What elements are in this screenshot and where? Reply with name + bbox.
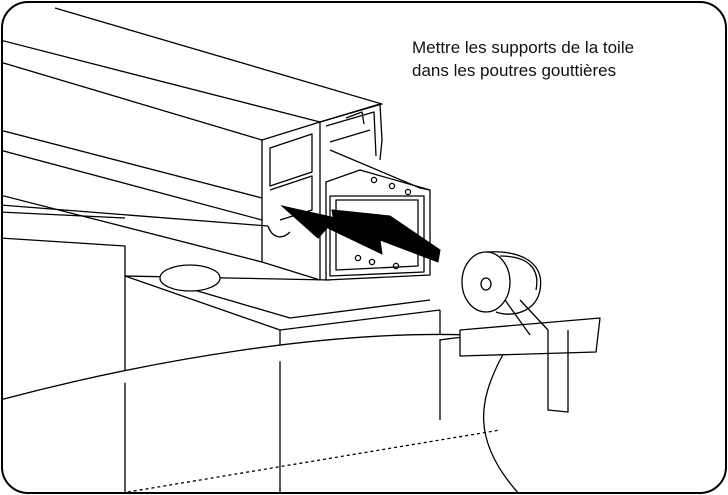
caption-line-1: Mettre les supports de la toile — [412, 38, 635, 57]
oval-cap — [159, 264, 221, 292]
instruction-caption: Mettre les supports de la toile dans les… — [412, 36, 712, 82]
caption-line-2: dans les poutres gouttières — [412, 61, 617, 80]
gutter-beam — [2, 7, 383, 281]
insertion-arrow-head — [280, 205, 337, 239]
canvas-roll — [2, 333, 521, 493]
support-block — [124, 275, 441, 493]
pulley-assembly — [459, 251, 601, 413]
back-panel — [2, 211, 331, 493]
